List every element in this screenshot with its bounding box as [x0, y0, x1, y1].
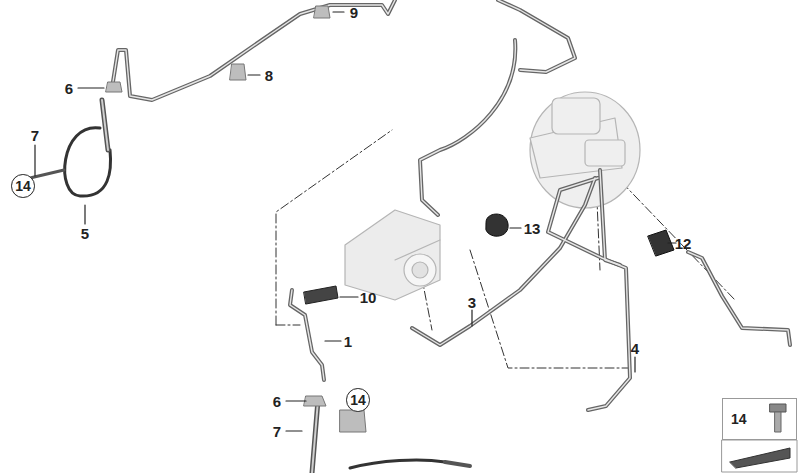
callout-number: 8: [265, 68, 273, 83]
callout-number: 7: [273, 424, 281, 439]
callout-circle: 14: [346, 388, 370, 412]
callout-number: 6: [65, 81, 73, 96]
callout-number: 9: [350, 5, 358, 20]
callout-number: 10: [360, 290, 377, 305]
legend-box: 14: [722, 398, 797, 440]
callout-number: 5: [81, 226, 89, 241]
callout-number: 7: [31, 128, 39, 143]
callout-number: 14: [350, 393, 366, 407]
callout-number: 14: [731, 412, 747, 426]
callout-number: 6: [273, 394, 281, 409]
callout-number: 12: [675, 236, 692, 251]
callout-number: 1: [344, 334, 352, 349]
callout-number: 4: [631, 341, 639, 356]
callout-number: 14: [15, 179, 31, 193]
callout-number: 13: [524, 221, 541, 236]
callout-circle: 14: [11, 174, 35, 198]
callout-number: 3: [468, 295, 476, 310]
